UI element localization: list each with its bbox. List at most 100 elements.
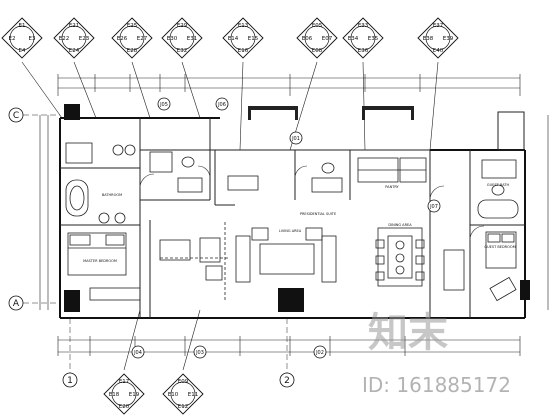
callout-label: E07 [322, 36, 333, 42]
callout-label: E40 [433, 48, 444, 54]
callout-label: E14 [228, 36, 239, 42]
living-area-furniture [159, 222, 337, 300]
grid-row-a: A [13, 299, 20, 309]
callout-label: E3 [29, 36, 36, 42]
grid-col-1: 1 [67, 376, 73, 386]
callout-label: E21 [69, 23, 79, 29]
room-labels: BATHROOM MASTER BEDROOM LIVING AREA DINI… [83, 183, 516, 263]
callout-label: E23 [79, 36, 90, 42]
callout-label: E20 [119, 404, 130, 410]
watermark-logo-text: 知末 [368, 310, 448, 356]
callout-label: E37 [433, 23, 444, 29]
detail-tag-labels: J05 J06 J04 J03 J02 J01 J07 [133, 102, 438, 356]
callout-leaders [21, 61, 439, 371]
room-bathroom: BATHROOM [102, 193, 122, 197]
callout-center-circle [170, 381, 196, 407]
callout-label: E36 [358, 48, 369, 54]
callout-label: E1 [19, 23, 26, 29]
tag-j07: J07 [429, 204, 438, 210]
room-living: LIVING AREA [279, 229, 302, 233]
tag-j03: J03 [195, 350, 204, 356]
dining-area-furniture [375, 227, 425, 287]
callout-label: E11 [188, 392, 198, 398]
callout-label: E19 [129, 392, 140, 398]
room-master-bedroom: MASTER BEDROOM [83, 259, 117, 263]
watermark-id: ID: 161885172 [362, 373, 511, 397]
side-dimension-lines [39, 115, 549, 310]
callout-center-circle [169, 25, 195, 51]
balcony-outline [497, 111, 525, 151]
callout-label: E28 [127, 48, 138, 54]
room-suite: PRESIDENTIAL SUITE [300, 212, 336, 216]
callout-label: E12 [178, 404, 188, 410]
guest-bedroom-furniture [443, 231, 517, 302]
door-swings [139, 165, 485, 241]
structural-columns [64, 104, 530, 312]
grid-col-2: 2 [284, 376, 290, 386]
grid-axis-lines [23, 114, 288, 373]
grid-bubbles [8, 107, 295, 388]
callout-label: E10 [168, 392, 179, 398]
callout-label: E26 [117, 36, 128, 42]
callout-center-circle [350, 25, 376, 51]
callout-label: E17 [119, 379, 130, 385]
callout-label: E38 [423, 36, 434, 42]
callout-label: E08 [312, 48, 323, 54]
callout-label: E27 [137, 36, 148, 42]
callout-label: E33 [358, 23, 369, 29]
callout-center-circle [425, 25, 451, 51]
room-guest-bath: GUEST BATH [487, 183, 510, 187]
top-dimension-lines [57, 74, 521, 96]
master-bedroom-furniture [67, 232, 141, 301]
callout-label: E22 [59, 36, 69, 42]
bottom-dimension-lines [57, 336, 521, 356]
callout-label: E24 [69, 48, 80, 54]
callout-label: E32 [177, 48, 187, 54]
callout-label: E4 [19, 48, 26, 54]
callout-label: E13 [238, 23, 249, 29]
detail-tags [131, 97, 441, 359]
tag-j06: J06 [217, 102, 226, 108]
callout-label: E30 [167, 36, 178, 42]
callout-label: E18 [109, 392, 120, 398]
bathroom-fixtures [65, 142, 519, 224]
interior-walls [60, 118, 525, 318]
room-guest-bedroom: GUEST BEDROOM [484, 245, 515, 249]
callout-center-circle [304, 25, 330, 51]
callout-label: E16 [238, 48, 249, 54]
callout-center-circle [9, 25, 35, 51]
tag-j04: J04 [133, 350, 142, 356]
callout-center-circle [230, 25, 256, 51]
callout-label: E31 [187, 36, 197, 42]
callout-label: E15 [248, 36, 259, 42]
callout-label: E29 [177, 23, 188, 29]
tag-j05: J05 [159, 102, 168, 108]
callout-label: E25 [127, 23, 138, 29]
top-window-bands [248, 106, 414, 120]
room-dining: DINING AREA [388, 223, 412, 227]
grid-labels: C A 1 2 [13, 111, 290, 386]
callout-label: E35 [368, 36, 379, 42]
pantry-counters [357, 157, 427, 183]
callout-label: E39 [443, 36, 454, 42]
grid-row-c: C [13, 111, 19, 121]
callout-label: E09 [178, 379, 189, 385]
callout-label: E34 [348, 36, 359, 42]
callout-label: E05 [312, 23, 323, 29]
callout-center-circle [61, 25, 87, 51]
callout-center-circle [111, 381, 137, 407]
room-pantry: PANTRY [385, 185, 399, 189]
callout-center-circle [119, 25, 145, 51]
callout-label: E2 [9, 36, 16, 42]
tag-j02: J02 [315, 350, 324, 356]
